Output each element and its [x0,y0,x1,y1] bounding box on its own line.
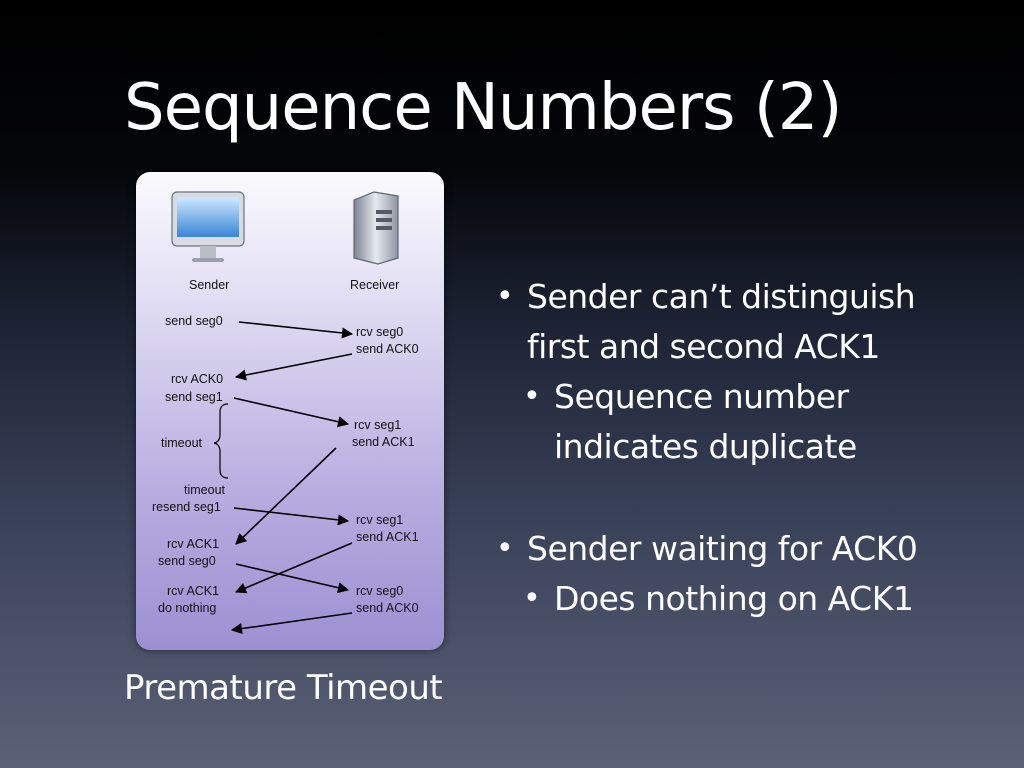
sub-bullet-item: • Sequence number indicates duplicate [496,372,1016,472]
label-do-nothing: do nothing [158,601,216,615]
sender-label: Sender [189,278,229,292]
label-timeout: timeout [184,483,226,497]
label-rcv-ack1-b: rcv ACK1 [167,584,219,598]
label-send-ack0-a: send ACK0 [356,342,419,356]
bullet-line: indicates duplicate [554,427,857,466]
label-send-ack1-b: send ACK1 [356,530,419,544]
bullet-dot: • [523,581,541,616]
bullet-list: • Sender can’t distinguish first and sec… [496,272,1016,624]
arrow-seg0 [238,321,354,339]
diagram-caption: Premature Timeout [124,668,443,708]
bullet-line: Does nothing on ACK1 [554,579,914,618]
bullet-item: • Sender can’t distinguish first and sec… [496,272,1016,372]
label-send-seg0-b: send seg0 [158,554,216,568]
label-send-seg1: send seg1 [165,390,223,404]
bullet-line: first and second ACK1 [527,327,880,366]
bullet-dot: • [496,531,514,566]
arrow-ack0 [234,353,353,381]
timeline-diagram: Sender Receiver send seg0 rcv ACK0 send … [136,172,444,650]
bullet-line: Sender can’t distinguish [527,277,916,316]
label-send-seg0: send seg0 [165,314,223,328]
bullet-line: Sequence number [554,377,849,416]
bullet-dot: • [496,279,514,314]
label-timeout-brace: timeout [161,436,203,450]
server-icon [353,191,399,265]
bullet-item: • Sender waiting for ACK0 [496,524,1016,574]
label-rcv-ack1-a: rcv ACK1 [167,537,219,551]
sub-bullet-item: • Does nothing on ACK1 [496,574,1016,624]
label-rcv-seg1-b: rcv seg1 [356,513,403,527]
label-rcv-seg0-a: rcv seg0 [356,325,403,339]
computer-icon [171,191,245,262]
label-rcv-seg1-a: rcv seg1 [354,418,401,432]
label-send-ack1-a: send ACK1 [352,435,415,449]
arrow-ack0-final [230,612,353,635]
arrow-resend-seg1 [233,507,350,526]
label-send-ack0-b: send ACK0 [356,601,419,615]
arrow-seg1 [233,397,350,428]
arrow-seg0-again [235,563,350,594]
label-rcv-seg0-b: rcv seg0 [356,584,403,598]
diagram-canvas: Sender Receiver send seg0 rcv ACK0 send … [152,191,419,635]
slide-title: Sequence Numbers (2) [124,71,842,145]
timeout-brace [213,403,229,479]
bullet-line: Sender waiting for ACK0 [527,529,918,568]
receiver-label: Receiver [350,278,399,292]
bullet-dot: • [523,379,541,414]
arrow-ack1-first [235,447,337,545]
label-resend-seg1: resend seg1 [152,500,221,514]
label-rcv-ack0: rcv ACK0 [171,372,223,386]
arrow-ack1-second [234,542,353,594]
